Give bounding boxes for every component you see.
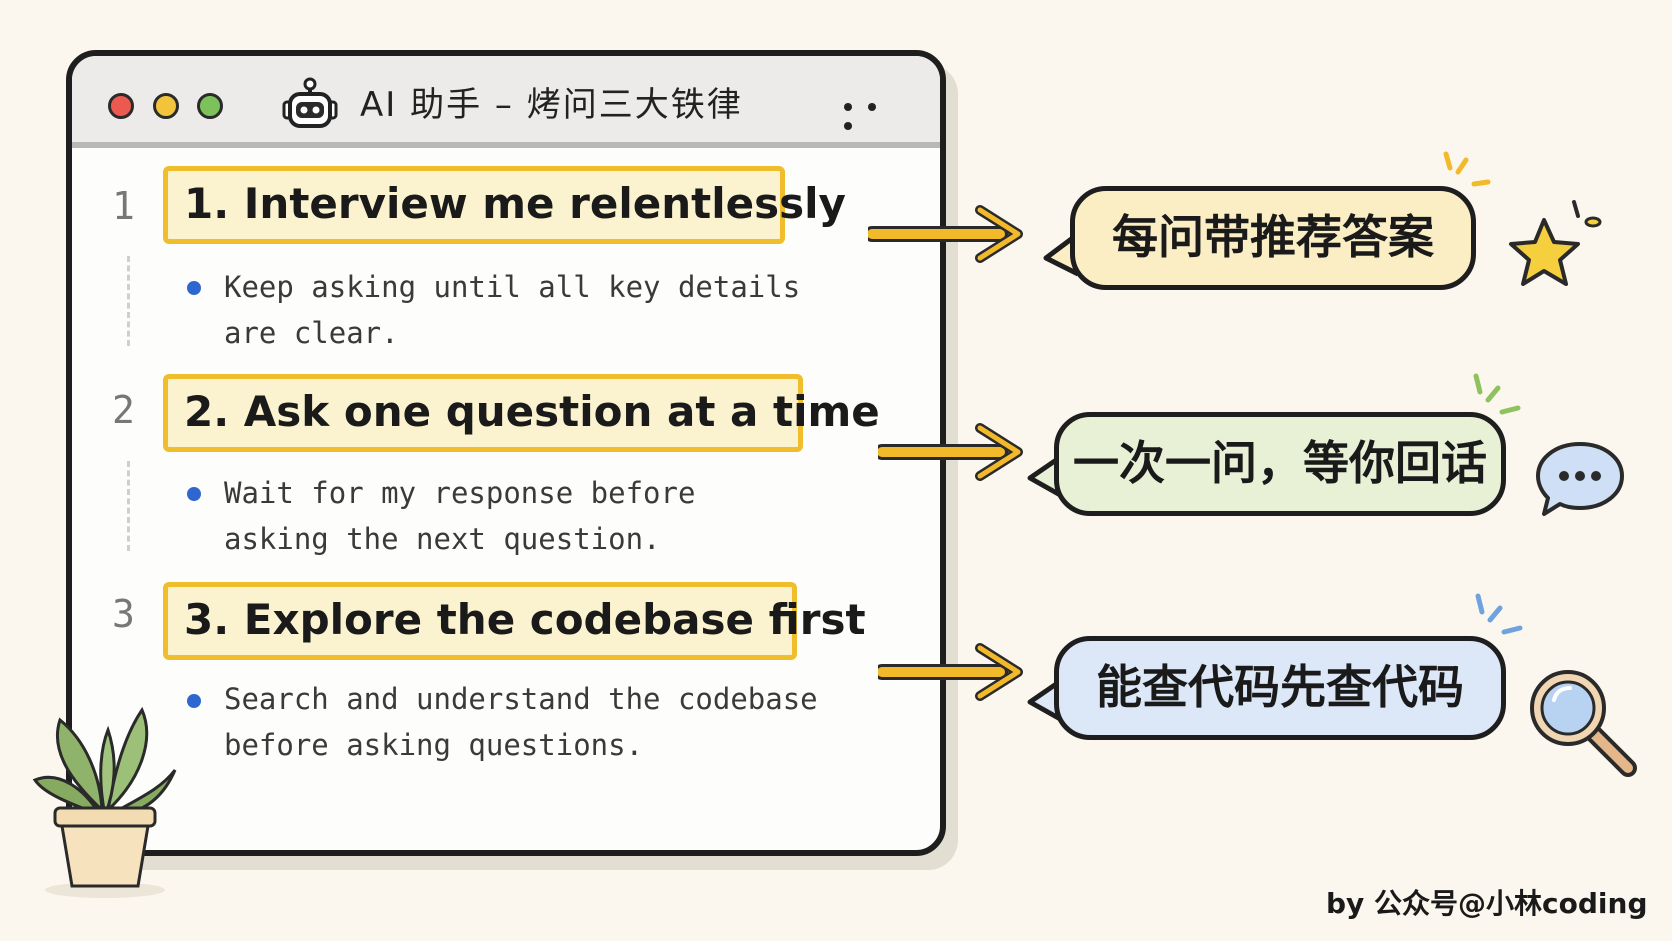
rule-number: 1: [112, 184, 135, 228]
robot-icon: [282, 77, 338, 128]
minimize-button[interactable]: [153, 93, 179, 119]
credit-text: by 公众号@小林coding: [1326, 887, 1648, 920]
rule-number: 2: [112, 388, 135, 432]
app-window: AI 助手 – 烤问三大铁律 1 1. Interview me relentl…: [66, 50, 946, 856]
divider: [127, 256, 130, 346]
maximize-button[interactable]: [197, 93, 223, 119]
rule-number: 3: [112, 592, 135, 636]
arrow-icon: [878, 643, 1023, 701]
rule-description: Keep asking until all key details are cl…: [224, 270, 801, 350]
rule-heading: 2. Ask one question at a time: [163, 374, 880, 452]
star-icon: [1509, 200, 1602, 286]
bullet-icon: [187, 281, 201, 295]
rule-description: Wait for my response before asking the n…: [224, 476, 696, 556]
sparkle-icon: [1443, 151, 1491, 187]
bullet-icon: [187, 487, 201, 501]
arrow-icon: [878, 423, 1023, 481]
title-bar: AI 助手 – 烤问三大铁律: [72, 56, 940, 148]
note-bubble: 每问带推荐答案: [1070, 186, 1476, 290]
sparkle-icon: [1475, 593, 1523, 635]
plant-icon: [32, 706, 177, 898]
more-icon[interactable]: [844, 96, 904, 130]
rule-heading: 3. Explore the codebase first: [163, 582, 866, 660]
arrow-icon: [868, 205, 1023, 263]
bullet-icon: [187, 694, 201, 708]
note-bubble: 一次一问，等你回话: [1054, 412, 1506, 516]
divider: [127, 461, 130, 551]
rule-heading: 1. Interview me relentlessly: [163, 166, 846, 244]
note-bubble: 能查代码先查代码: [1054, 636, 1506, 740]
close-button[interactable]: [108, 93, 134, 119]
magnifier-icon: [1530, 670, 1637, 777]
sparkle-icon: [1473, 373, 1521, 415]
rule-description: Search and understand the codebase befor…: [224, 682, 818, 762]
window-title: AI 助手 – 烤问三大铁律: [360, 85, 743, 125]
chat-bubble-icon: [1536, 442, 1624, 516]
